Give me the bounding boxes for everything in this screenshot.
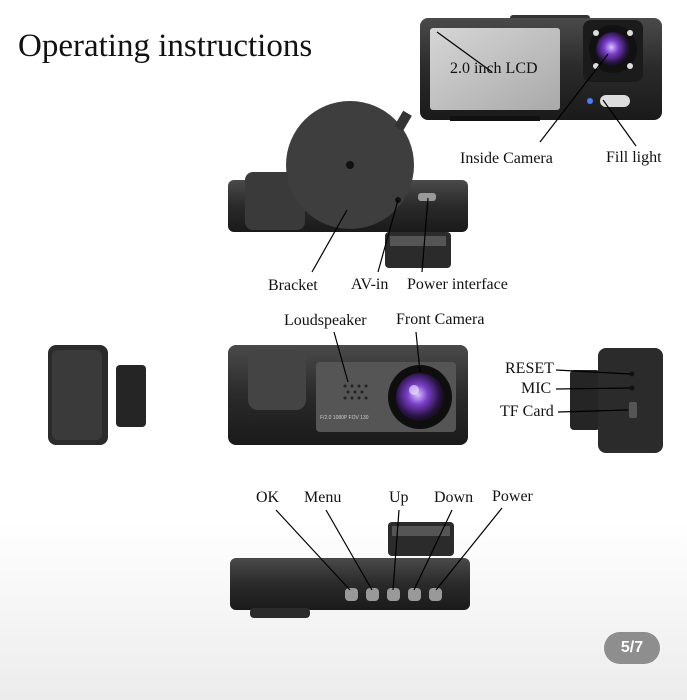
tf-card-slot — [629, 402, 637, 418]
fill-light — [600, 95, 630, 107]
label-av-in: AV-in — [351, 276, 389, 293]
label-mic: MIC — [521, 380, 552, 397]
page-indicator-badge: 5/7 — [604, 632, 660, 664]
front-camera-lens — [396, 373, 444, 421]
bottom-view-camera — [230, 507, 503, 618]
label-ok: OK — [256, 489, 280, 506]
label-tf-card: TF Card — [500, 403, 554, 420]
label-down: Down — [434, 489, 474, 506]
label-front-camera: Front Camera — [396, 311, 485, 328]
ok-button — [345, 588, 358, 601]
lens-caption: F/2.0 1080P FOV 130 — [320, 415, 369, 421]
front-view-camera — [228, 331, 468, 445]
label-power: Power — [492, 488, 533, 505]
label-loudspeaker: Loudspeaker — [284, 312, 367, 329]
label-fill-light: Fill light — [606, 149, 662, 166]
menu-button — [366, 588, 379, 601]
label-inside-camera: Inside Camera — [460, 150, 553, 167]
label-bracket: Bracket — [268, 277, 318, 294]
down-button — [408, 588, 421, 601]
rear-view-camera — [420, 15, 662, 147]
up-button — [387, 588, 400, 601]
inside-camera-lens — [596, 32, 630, 66]
lcd-screen — [430, 28, 560, 110]
page-title: Operating instructions — [18, 28, 313, 64]
label-reset: RESET — [505, 360, 554, 377]
label-up: Up — [389, 489, 409, 506]
power-button — [429, 588, 442, 601]
right-side-view — [555, 348, 663, 453]
top-view-camera — [228, 101, 468, 273]
label-menu: Menu — [304, 489, 342, 506]
label-lcd: 2.0 inch LCD — [450, 60, 538, 77]
label-power-interface: Power interface — [407, 276, 508, 293]
left-side-view — [48, 345, 146, 445]
